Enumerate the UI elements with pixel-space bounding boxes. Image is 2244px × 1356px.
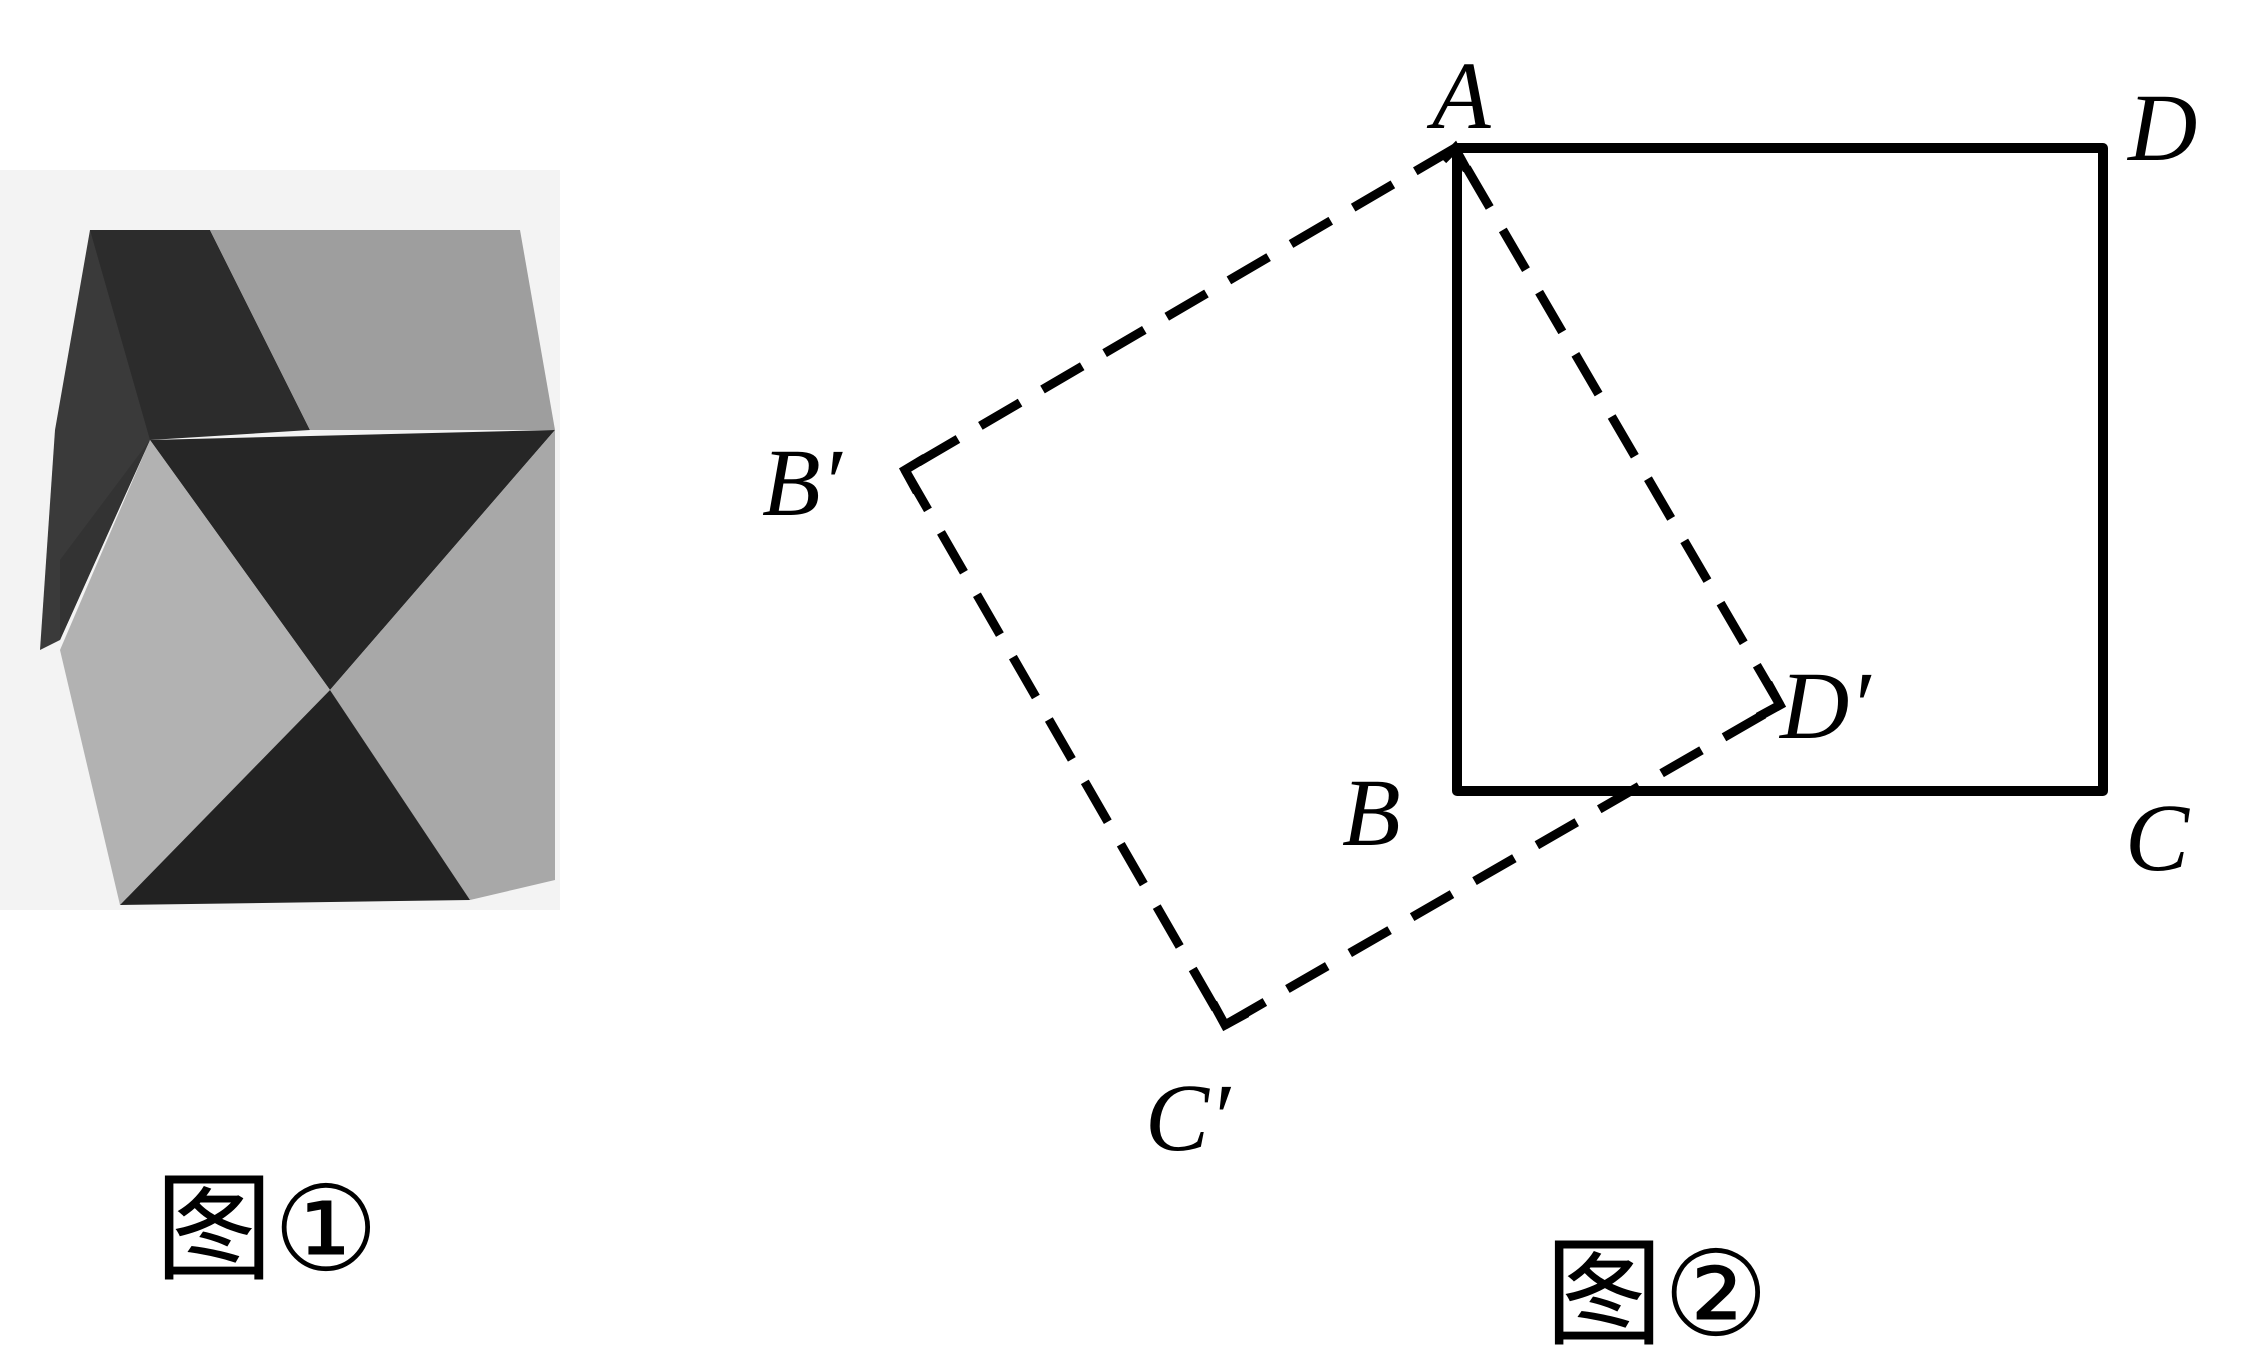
figure1-caption: 图①: [155, 1160, 379, 1298]
figure2-caption: 图②: [1545, 1225, 1769, 1356]
segment-Dprime-A: [1451, 145, 1784, 708]
corner-tick-Dprime: [1755, 680, 1787, 721]
label-D: D: [2126, 74, 2197, 181]
label-A: A: [1426, 42, 1491, 149]
cube-front-right-light: [330, 430, 555, 900]
label-B-prime: B′: [762, 429, 844, 536]
cube-left-dark-wedge: [60, 440, 150, 640]
cube-front-upper-dark: [150, 430, 555, 690]
segment-Bprime-Cprime: [901, 467, 1229, 1028]
square-ABCD: [1452, 143, 2108, 796]
label-C-prime: C′: [1145, 1064, 1232, 1171]
cube-top-face-light: [210, 230, 555, 430]
label-B: B: [1342, 759, 1401, 866]
segment-Cprime-Dprime: [1222, 701, 1783, 1029]
rotated-square-corner-ticks: [898, 140, 1787, 1032]
cube-front-lower-dark: [120, 690, 470, 905]
segment-A-Bprime: [902, 144, 1458, 474]
rotated-square: [901, 144, 1784, 1029]
corner-tick-Bprime: [898, 454, 928, 495]
cube-front-left-light: [60, 440, 330, 905]
cube-photo: [0, 170, 560, 910]
cube-top-face-dark: [90, 230, 310, 440]
label-D-prime: D′: [1778, 652, 1872, 759]
label-C: C: [2125, 784, 2190, 891]
corner-tick-Cprime: [1209, 1000, 1250, 1032]
